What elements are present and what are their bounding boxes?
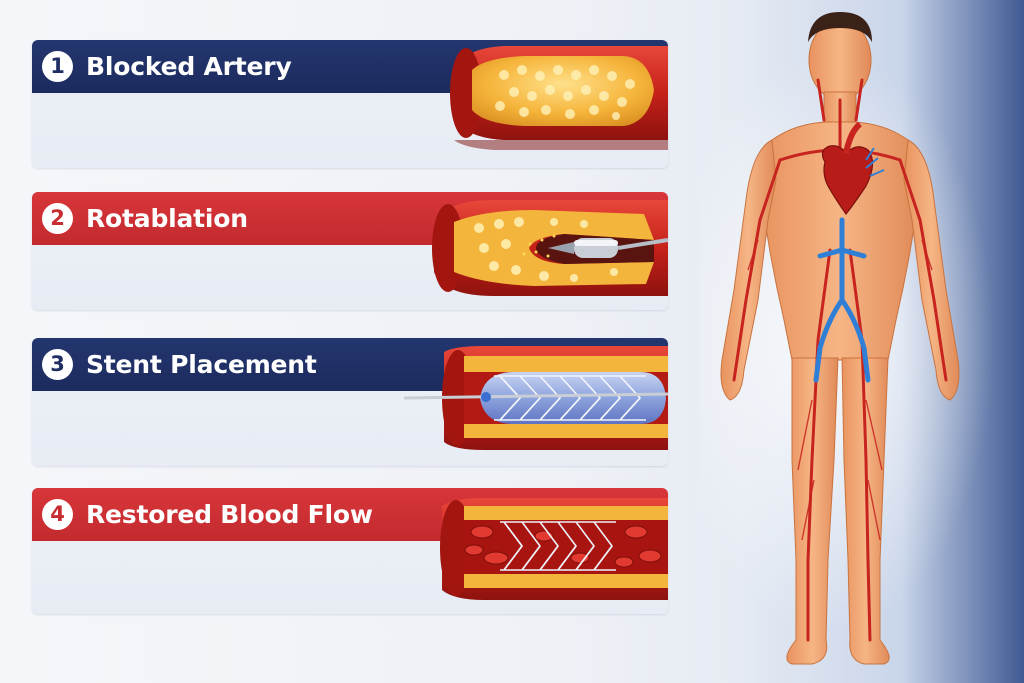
heart-icon xyxy=(821,145,874,215)
step-title: Blocked Artery xyxy=(86,52,292,81)
step-number-badge: 3 xyxy=(42,349,73,380)
stent-placement-illustration xyxy=(404,346,668,450)
human-circulatory-figure xyxy=(720,12,960,665)
veins xyxy=(813,217,871,383)
rotablation-illustration xyxy=(432,200,668,296)
step-number-badge: 2 xyxy=(42,203,73,234)
restored-flow-illustration xyxy=(440,498,668,600)
step-title: Restored Blood Flow xyxy=(86,500,373,529)
step-card-restored-blood-flow: 4 Restored Blood Flow xyxy=(32,488,668,614)
step-card-blocked-artery: 1 Blocked Artery xyxy=(32,40,668,168)
step-title: Stent Placement xyxy=(86,350,317,379)
step-card-stent-placement: 3 Stent Placement xyxy=(32,338,668,466)
step-number-badge: 4 xyxy=(42,499,73,530)
step-title: Rotablation xyxy=(86,204,248,233)
step-card-rotablation: 2 Rotablation xyxy=(32,192,668,310)
step-number-badge: 1 xyxy=(42,51,73,82)
blocked-artery-illustration xyxy=(450,46,668,150)
